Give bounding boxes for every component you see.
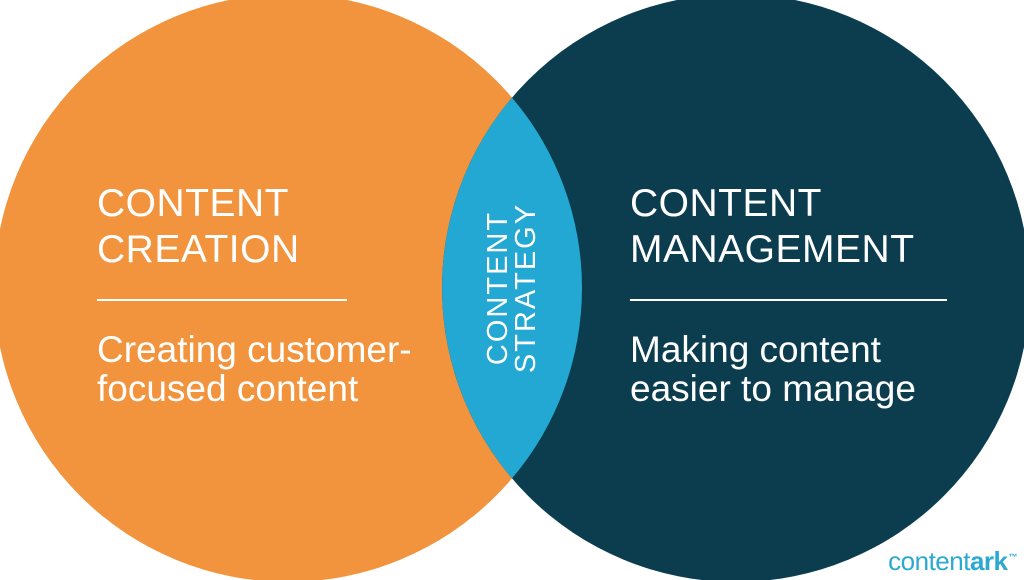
content-management-title: CONTENT MANAGEMENT: [630, 181, 915, 273]
content-creation-title-line1: CONTENT: [97, 182, 289, 225]
logo-trademark: ™: [1008, 552, 1018, 563]
content-management-description: Making content easier to manage: [630, 330, 916, 408]
content-creation-title-line2: CREATION: [97, 228, 300, 271]
logo-word-ark: ark: [969, 546, 1008, 576]
contentark-logo: contentark™: [888, 546, 1017, 577]
content-strategy-label: CONTENT STRATEGY: [482, 202, 542, 374]
content-creation-description: Creating customer- focused content: [97, 330, 412, 408]
content-creation-title: CONTENT CREATION: [97, 181, 300, 273]
content-management-title-line2: MANAGEMENT: [630, 228, 915, 271]
content-strategy-label-line2: STRATEGY: [510, 202, 542, 374]
content-creation-divider: [97, 299, 347, 301]
content-management-title-line1: CONTENT: [630, 182, 822, 225]
content-management-divider: [630, 299, 947, 301]
content-management-desc-line1: Making content: [630, 329, 881, 370]
content-creation-desc-line2: focused content: [97, 368, 359, 409]
logo-word-content: content: [888, 546, 970, 576]
content-management-desc-line2: easier to manage: [630, 368, 916, 409]
content-creation-desc-line1: Creating customer-: [97, 329, 412, 370]
content-strategy-label-line1: CONTENT: [482, 210, 514, 366]
